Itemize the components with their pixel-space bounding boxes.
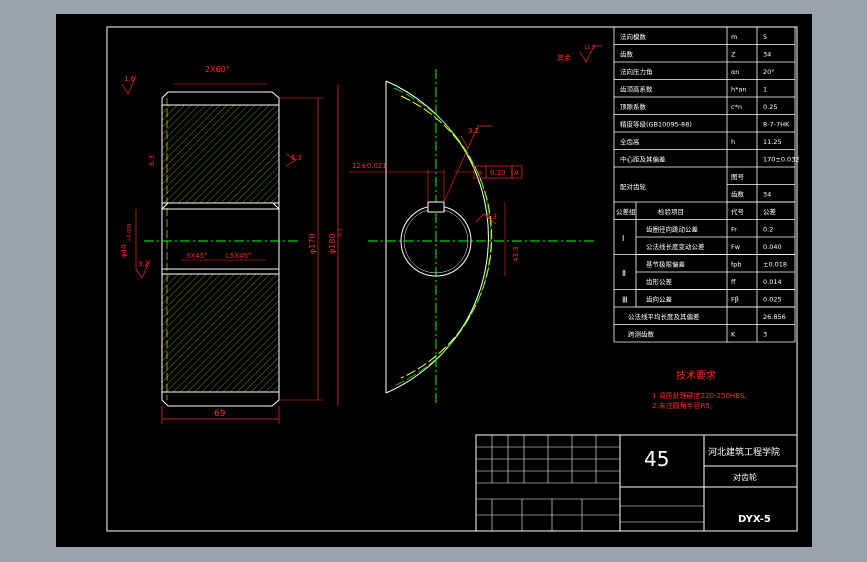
bore-dia-dim: φ40	[120, 244, 128, 258]
tail-name: 跨测齿数	[628, 330, 655, 339]
check-code: ff	[731, 278, 736, 286]
check-tol: ±0.018	[763, 261, 787, 269]
tech-title: 技术要求	[676, 369, 716, 382]
keyway-depth: 43.3	[512, 246, 520, 262]
gear-outline-arc	[385, 80, 489, 394]
check-item: 齿圈径向跳动公差	[646, 225, 699, 234]
mate-value: 34	[763, 191, 771, 199]
upper-hatch	[161, 104, 280, 204]
title-block: 45 河北建筑工程学院 对齿轮 DYX-5	[475, 434, 798, 532]
code-header: 代号	[731, 207, 745, 216]
chamfer-bore-2: L5X45°	[226, 252, 252, 260]
check-item: 公法线长度变动公差	[646, 242, 705, 251]
parameter-table: 法向模数 m 5 齿数 Z 34 法向压力角 αn 20° 齿顶高系数 h*an 1 顶隙系数 c*n 0.…	[613, 26, 799, 343]
param-name: 齿顶高系数	[620, 85, 653, 94]
param-name: 法向模数	[620, 32, 647, 41]
param-name: 全齿高	[620, 137, 640, 146]
school-name: 河北建筑工程学院	[708, 446, 780, 458]
param-value: 1	[763, 86, 767, 94]
part-name: 对齿轮	[733, 472, 757, 482]
param-name: 法向压力角	[620, 67, 653, 76]
gear-front-view: 12±0.021 ≡ 0.20 A 3.2 6.3 43.3 其余 12.5	[349, 45, 602, 404]
chamfer-top: 2X60°	[205, 65, 230, 74]
check-tol: 0.2	[763, 226, 773, 234]
mate-symbol: 图号	[731, 173, 745, 181]
other-rough-label: 其余	[557, 53, 571, 62]
svg-text:≡: ≡	[477, 169, 483, 177]
roughness-symbol-left	[121, 75, 137, 95]
lower-hatch	[161, 273, 280, 393]
tail-value: 3	[763, 331, 767, 339]
param-symbol: αn	[731, 68, 739, 76]
tech-requirements: 技术要求 1.调质处理硬度220-250HBS。 2.未注圆角半径R5。	[652, 369, 751, 410]
param-value: 0.25	[763, 103, 777, 111]
gear-section-view: 69 φ170 φ180 -0.1 φ40 +0.039 2X60° 1.6 6…	[120, 65, 344, 424]
param-symbol: m	[731, 33, 737, 41]
tip-dia-dim: φ180	[328, 233, 337, 254]
keyway	[427, 201, 445, 213]
group-name: Ⅰ	[622, 234, 624, 243]
rough-side: 6.3	[486, 213, 497, 221]
check-tol: 0.040	[763, 243, 782, 251]
gear-outline	[161, 91, 280, 407]
item-header: 检验项目	[658, 207, 684, 216]
rough-mid-left: 6.3	[148, 155, 156, 166]
root-dia-dim: φ170	[308, 233, 317, 254]
tech-note-1: 1.调质处理硬度220-250HBS。	[652, 391, 751, 400]
param-name: 顶隙系数	[620, 102, 647, 111]
param-name: 齿数	[620, 50, 634, 59]
pitch-circle	[400, 95, 493, 379]
check-code: Fβ	[731, 296, 739, 304]
param-value: 11.25	[763, 138, 782, 146]
mate-label: 配对齿轮	[620, 182, 647, 191]
bore-tol: +0.039	[127, 223, 133, 242]
keyway-width: 12±0.021	[352, 162, 387, 170]
tech-note-2: 2.未注圆角半径R5。	[652, 401, 717, 410]
rough-left: 1.6	[124, 75, 136, 83]
param-symbol: h*an	[731, 86, 746, 94]
param-symbol: Z	[731, 51, 736, 59]
mate-symbol: 齿数	[731, 190, 745, 199]
cad-drawing: 69 φ170 φ180 -0.1 φ40 +0.039 2X60° 1.6 6…	[106, 26, 799, 532]
param-value: 5	[763, 33, 767, 41]
rough-mid-right: 6.3	[291, 154, 302, 162]
check-code: Fr	[731, 226, 737, 234]
datum-label: A	[514, 169, 519, 177]
param-symbol: h	[731, 138, 735, 146]
param-symbol: c*n	[731, 103, 742, 111]
tol-header: 公差	[763, 207, 777, 216]
check-item: 基节极限偏差	[646, 260, 686, 269]
other-rough-val: 12.5	[584, 45, 595, 51]
check-tol: 0.014	[763, 278, 782, 286]
tail-value: 26.856	[763, 313, 786, 321]
param-value: 20°	[763, 68, 775, 76]
param-value: 34	[763, 51, 771, 59]
rough-bore: 3.2	[138, 260, 149, 268]
check-tol: 0.025	[763, 296, 782, 304]
tol-value: 0.20	[490, 169, 506, 177]
check-item: 齿向公差	[646, 295, 673, 304]
param-value: 8-7-7HK	[763, 121, 790, 129]
group-name: Ⅲ	[622, 295, 628, 304]
material: 45	[644, 447, 669, 471]
tail-symbol: K	[731, 331, 736, 339]
group-header: 公差组	[616, 207, 636, 216]
rough-keyway: 3.2	[468, 127, 479, 135]
group-name: Ⅱ	[622, 269, 626, 278]
check-item: 齿形公差	[646, 277, 673, 286]
tail-name: 公法线平均长度及其偏差	[628, 312, 700, 321]
drawing-sheet: 69 φ170 φ180 -0.1 φ40 +0.039 2X60° 1.6 6…	[56, 14, 812, 547]
check-code: Fw	[731, 243, 741, 251]
chamfer-bore: 3X45°	[186, 252, 208, 260]
drawing-border	[106, 26, 798, 532]
param-value: 170±0.032	[763, 156, 799, 164]
width-dim: 69	[214, 409, 226, 419]
param-name: 中心距及其偏差	[620, 155, 666, 164]
drawing-number: DYX-5	[738, 514, 771, 525]
check-code: fpb	[731, 261, 742, 269]
param-name: 精度等级(GB10095-88)	[620, 120, 692, 129]
tip-tol: -0.1	[338, 228, 344, 238]
